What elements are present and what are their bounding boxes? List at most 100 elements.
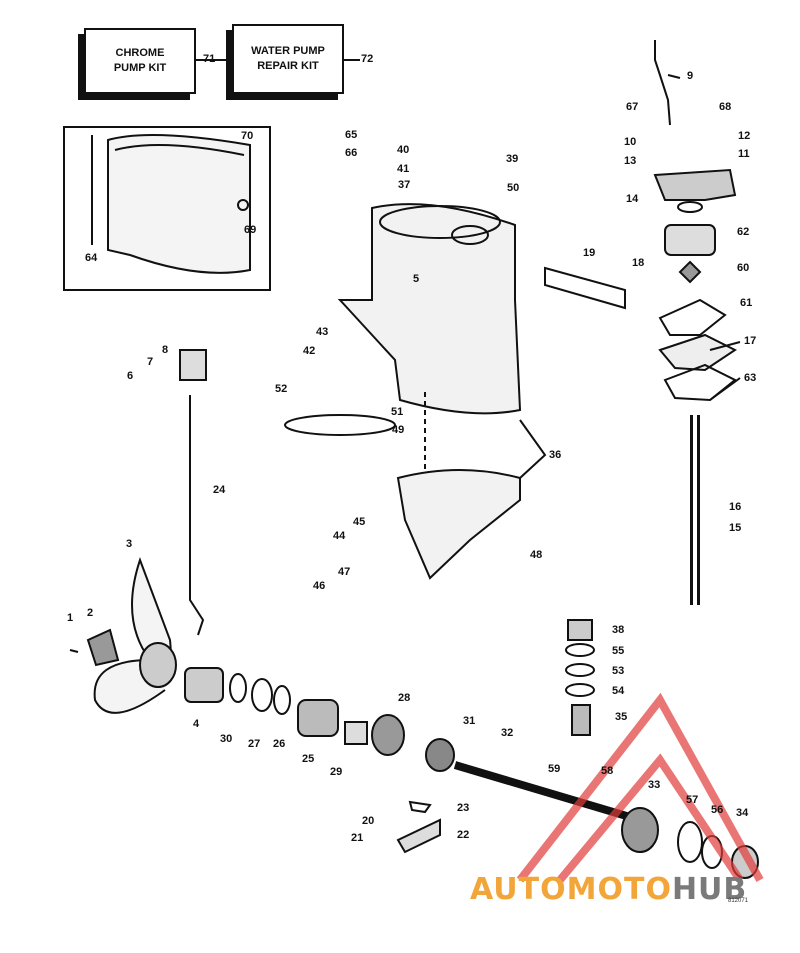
label-40: 40 [397,144,410,156]
label-37: 37 [398,179,411,191]
label-20: 20 [362,815,375,827]
part-19-plate [544,266,626,310]
part-35-pinion [571,704,591,736]
label-57: 57 [686,794,699,806]
water-pump-repair-kit-box: WATER PUMP REPAIR KIT [232,24,344,94]
label-13: 13 [624,155,637,167]
part-25-bearing-housing [297,699,339,737]
label-1: 1 [67,612,74,624]
label-29: 29 [330,766,343,778]
label-33: 33 [648,779,661,791]
label-70: 70 [241,130,254,142]
label-71: 71 [203,53,216,65]
label-47: 47 [338,566,351,578]
part-54-washer [565,683,595,697]
label-2: 2 [87,607,94,619]
part-27-seal [251,678,273,712]
inset-frame [63,126,271,291]
label-26: 26 [273,738,286,750]
label-59: 59 [548,763,561,775]
label-69: 69 [244,224,257,236]
label-15: 15 [729,522,742,534]
label-21: 21 [351,832,364,844]
kit-72-line1: WATER PUMP [251,45,325,57]
label-7: 7 [147,356,154,368]
label-23: 23 [457,802,470,814]
part-69-screw [237,199,249,211]
part-38-bearing [567,619,593,641]
part-52-seal [284,414,396,436]
label-24: 24 [213,484,226,496]
label-52: 52 [275,383,288,395]
label-67: 67 [626,101,639,113]
part-36-gearcase [396,469,521,580]
label-48: 48 [530,549,543,561]
watermark-logo [516,692,764,883]
label-66: 66 [345,147,358,159]
label-63: 63 [744,372,757,384]
label-4: 4 [193,718,200,730]
label-11: 11 [738,148,750,160]
label-36: 36 [549,449,562,461]
part-8-bracket [179,349,207,381]
watermark-part1: AUTOMOTO [470,872,672,907]
part-2-nut [86,628,120,667]
label-12: 12 [738,130,751,142]
label-41: 41 [397,163,410,175]
part-28-gear [371,714,405,756]
label-58: 58 [601,765,614,777]
label-17: 17 [744,335,757,347]
label-72: 72 [361,53,374,65]
kit-71-line1: CHROME [115,47,165,59]
part-30-oring [229,673,247,703]
part-24-shift-rod [189,395,205,636]
label-56: 56 [711,804,724,816]
label-27: 27 [248,738,261,750]
watermark-text: AUTOMOTOHUB [470,872,747,907]
label-34: 34 [736,807,749,819]
label-38: 38 [612,624,625,636]
part-31-clutch [425,738,455,772]
part-62-cup [664,224,716,256]
part-26-washer [273,685,291,715]
part-4-thrust-hub [184,667,224,703]
part-33-gear [621,807,659,853]
part-17-plate [658,333,737,372]
part-53-bearing [565,663,595,677]
label-61: 61 [740,297,753,309]
part-22-lever [396,818,441,854]
label-31: 31 [463,715,476,727]
label-55: 55 [612,645,625,657]
part-29-bushing [344,721,368,745]
label-50: 50 [507,182,520,194]
label-25: 25 [302,753,315,765]
kit-71-line2: PUMP KIT [113,62,167,74]
label-19: 19 [583,247,596,259]
label-51: 51 [391,406,404,418]
part-23-lever [408,800,432,814]
label-45: 45 [353,516,366,528]
label-64: 64 [85,252,98,264]
label-28: 28 [398,692,411,704]
label-9: 9 [687,70,694,82]
part-14-seal [677,201,703,213]
label-10: 10 [624,136,637,148]
label-18: 18 [632,257,645,269]
label-8: 8 [162,344,169,356]
label-49: 49 [392,424,405,436]
label-22: 22 [457,829,470,841]
label-43: 43 [316,326,329,338]
part-57-bearing [677,821,703,863]
label-35: 35 [615,711,628,723]
label-39: 39 [506,153,519,165]
part-1-pin [69,649,79,653]
label-14: 14 [626,193,639,205]
label-62: 62 [737,226,750,238]
label-54: 54 [612,685,625,697]
label-32: 32 [501,727,514,739]
label-16: 16 [729,501,742,513]
label-65: 65 [345,129,358,141]
label-44: 44 [333,530,346,542]
part-70-exhaust-housing [107,134,251,274]
